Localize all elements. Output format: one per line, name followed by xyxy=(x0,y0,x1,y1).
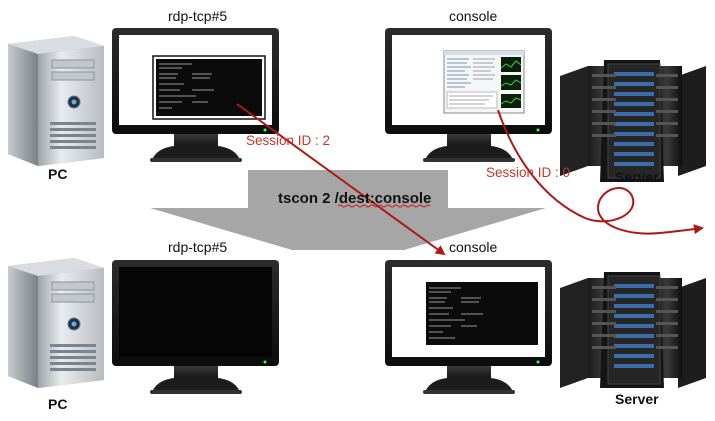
command-text: tscon 2 /dest:console xyxy=(278,190,431,207)
session-left-label: Session ID : 2 xyxy=(246,133,330,148)
monitor-icon xyxy=(385,28,552,162)
bottom-right-monitor-title: console xyxy=(449,239,497,255)
bottom-pc-label: PC xyxy=(48,396,67,412)
top-server-label: Server xyxy=(615,169,659,185)
pc-tower-icon xyxy=(8,258,104,388)
monitor-icon xyxy=(385,260,552,394)
bottom-server-label: Server xyxy=(615,391,659,407)
server-rack-icon xyxy=(560,272,706,388)
pc-tower-icon xyxy=(8,36,104,166)
top-pc-label: PC xyxy=(48,166,67,182)
top-right-monitor-title: console xyxy=(449,8,497,24)
server-rack-icon xyxy=(560,60,706,182)
bottom-left-monitor-title: rdp-tcp#5 xyxy=(168,239,227,255)
top-left-monitor-title: rdp-tcp#5 xyxy=(168,8,227,24)
process-arrow-banner xyxy=(150,170,546,250)
session-right-label: Session ID : 0 xyxy=(486,165,570,180)
monitor-icon xyxy=(112,260,279,394)
